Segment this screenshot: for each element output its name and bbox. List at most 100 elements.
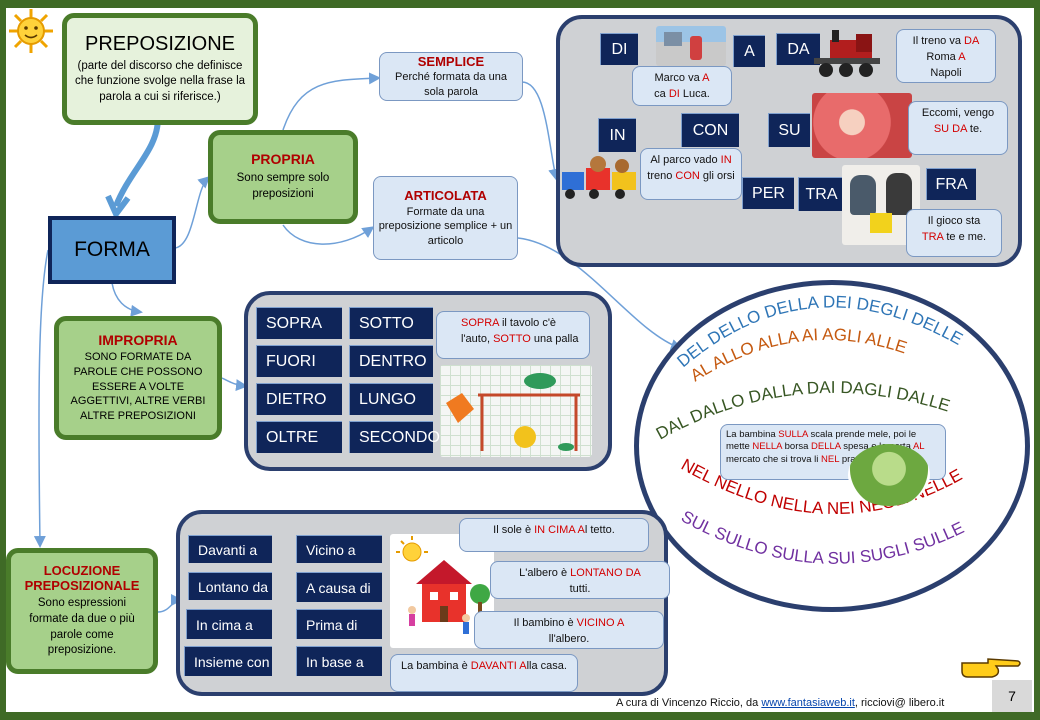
text: ca — [654, 87, 669, 100]
semplice-desc: Perché formata da una sola parola — [395, 71, 507, 99]
prep-su: SU — [768, 113, 810, 147]
preposizione-box: PREPOSIZIONE (parte del discorso che def… — [62, 13, 258, 125]
example-marco: Marco va A ca DI Luca. — [632, 66, 732, 106]
propria-title: PROPRIA — [251, 151, 315, 168]
propria-desc: Sono sempre solo preposizioni — [236, 172, 330, 200]
prep-sotto: SOTTO — [349, 307, 433, 339]
locuzione-desc: Sono espressioni formate da due o più pa… — [29, 597, 135, 657]
highlight: VICINO A — [576, 617, 625, 629]
highlight: SOTTO — [493, 332, 531, 345]
highlight: NEL — [821, 453, 840, 465]
forma-label: FORMA — [74, 238, 150, 261]
fantasiaweb-link[interactable]: www.fantasiaweb.it — [761, 697, 855, 709]
example-parco: Al parco vado IN treno CON gli orsi — [640, 148, 742, 200]
loc-prima-di: Prima di — [296, 609, 382, 639]
forma-box: FORMA — [48, 216, 176, 284]
example-albero: L'albero è LONTANO DA tutti. — [490, 561, 670, 599]
prep-fra: FRA — [926, 168, 976, 200]
text: Il sole è — [493, 524, 535, 536]
propria-box: PROPRIA Sono sempre solo preposizioni — [208, 130, 358, 224]
highlight: A — [702, 72, 710, 84]
marco-photo — [656, 26, 726, 66]
highlight: LONTANO DA — [570, 567, 641, 579]
prep-dietro: DIETRO — [256, 383, 342, 415]
highlight: DELLA — [811, 441, 841, 453]
sun-icon — [8, 8, 54, 54]
highlight: NELLA — [752, 441, 782, 453]
highlight: DAVANTI A — [470, 660, 527, 672]
example-eccomi: Eccomi, vengo SU DA te. — [908, 101, 1008, 155]
text: borsa — [781, 441, 812, 453]
text: Il treno va — [912, 35, 965, 47]
highlight: AL — [912, 441, 925, 453]
prep-per: PER — [742, 177, 794, 209]
articolata-title: ARTICOLATA — [404, 187, 487, 203]
impropria-desc: SONO FORMATE DA PAROLE CHE POSSONO ESSER… — [70, 350, 206, 423]
preposizione-desc: (parte del discorso che definisce che fu… — [74, 59, 246, 103]
highlight: DA — [964, 35, 980, 47]
text: l tetto. — [584, 524, 615, 536]
highlight: TRA — [921, 230, 944, 243]
frame-top — [0, 0, 1040, 8]
footer-credit: A cura di Vincenzo Riccio, da www.fantas… — [616, 697, 944, 709]
text: L'albero è — [519, 567, 571, 579]
text: Eccomi, vengo — [921, 107, 995, 119]
text: La bambina — [726, 429, 779, 440]
loc-vicino-a: Vicino a — [296, 535, 382, 563]
page-number: 7 — [1008, 688, 1016, 704]
text: Il bambino è — [513, 617, 577, 629]
semplice-title: SEMPLICE — [417, 53, 485, 69]
semplice-box: SEMPLICE Perché formata da una sola paro… — [379, 52, 523, 101]
text: una palla — [530, 332, 579, 345]
articolata-desc: Formate da una preposizione semplice + u… — [378, 205, 513, 248]
text: te e me. — [943, 230, 987, 243]
text: ll'albero. — [548, 632, 590, 645]
frame-bottom — [0, 712, 1040, 720]
pointing-hand-icon[interactable] — [958, 655, 1024, 681]
toy-train-icon — [558, 152, 640, 202]
text: tutti. — [569, 582, 591, 595]
highlight: SOPRA — [461, 317, 499, 329]
text: gli orsi — [699, 169, 735, 182]
prep-oltre: OLTRE — [256, 421, 342, 453]
example-treno: Il treno va DA Roma A Napoli — [896, 29, 996, 83]
example-sopra-sotto: SOPRA il tavolo c'è l'auto, SOTTO una pa… — [436, 311, 590, 359]
text: Il gioco sta — [927, 215, 981, 227]
table-drawing — [440, 365, 592, 457]
loc-insieme-con: Insieme con — [184, 646, 272, 676]
frame-left — [0, 0, 6, 720]
text: Napoli — [930, 66, 962, 79]
example-bambina-casa: La bambina è DAVANTI Alla casa. — [390, 654, 578, 692]
locuzione-title: LOCUZIONE PREPOSIZIONALE — [24, 563, 140, 594]
loc-in-cima-a: In cima a — [186, 609, 272, 639]
highlight: CON — [675, 169, 700, 182]
orchard-photo — [848, 444, 930, 506]
credit-suffix: , ricciovi@ libero.it — [854, 697, 945, 709]
text: Luca. — [679, 87, 710, 100]
highlight: A — [958, 50, 966, 63]
credit-prefix: A cura di Vincenzo Riccio, da — [616, 697, 762, 709]
articolata-box: ARTICOLATA Formate da una preposizione s… — [373, 176, 518, 260]
text: te. — [966, 122, 983, 135]
loc-in-base-a: In base a — [296, 646, 382, 676]
text: Marco va — [654, 72, 703, 84]
text: Roma — [926, 50, 959, 63]
prep-fuori: FUORI — [256, 345, 342, 377]
impropria-box: IMPROPRIA SONO FORMATE DA PAROLE CHE POS… — [54, 316, 222, 440]
text: scala prende mele, poi le mette — [726, 429, 917, 453]
prep-da: DA — [776, 33, 820, 65]
baby-photo — [812, 93, 912, 158]
prep-di: DI — [600, 33, 638, 65]
prep-sopra: SOPRA — [256, 307, 342, 339]
locuzione-box: LOCUZIONE PREPOSIZIONALE Sono espression… — [6, 548, 158, 674]
highlight: DA — [952, 122, 967, 135]
text: mercato che si trova li — [726, 453, 822, 465]
highlight: IN CIMA A — [534, 524, 585, 536]
highlight: SU — [933, 122, 950, 135]
text: lla casa. — [526, 660, 567, 672]
impropria-title: IMPROPRIA — [98, 331, 178, 348]
frame-right — [1034, 0, 1040, 720]
loc-a-causa-di: A causa di — [296, 572, 382, 602]
highlight: IN — [720, 154, 732, 166]
example-bambino: Il bambino è VICINO A ll'albero. — [474, 611, 664, 649]
